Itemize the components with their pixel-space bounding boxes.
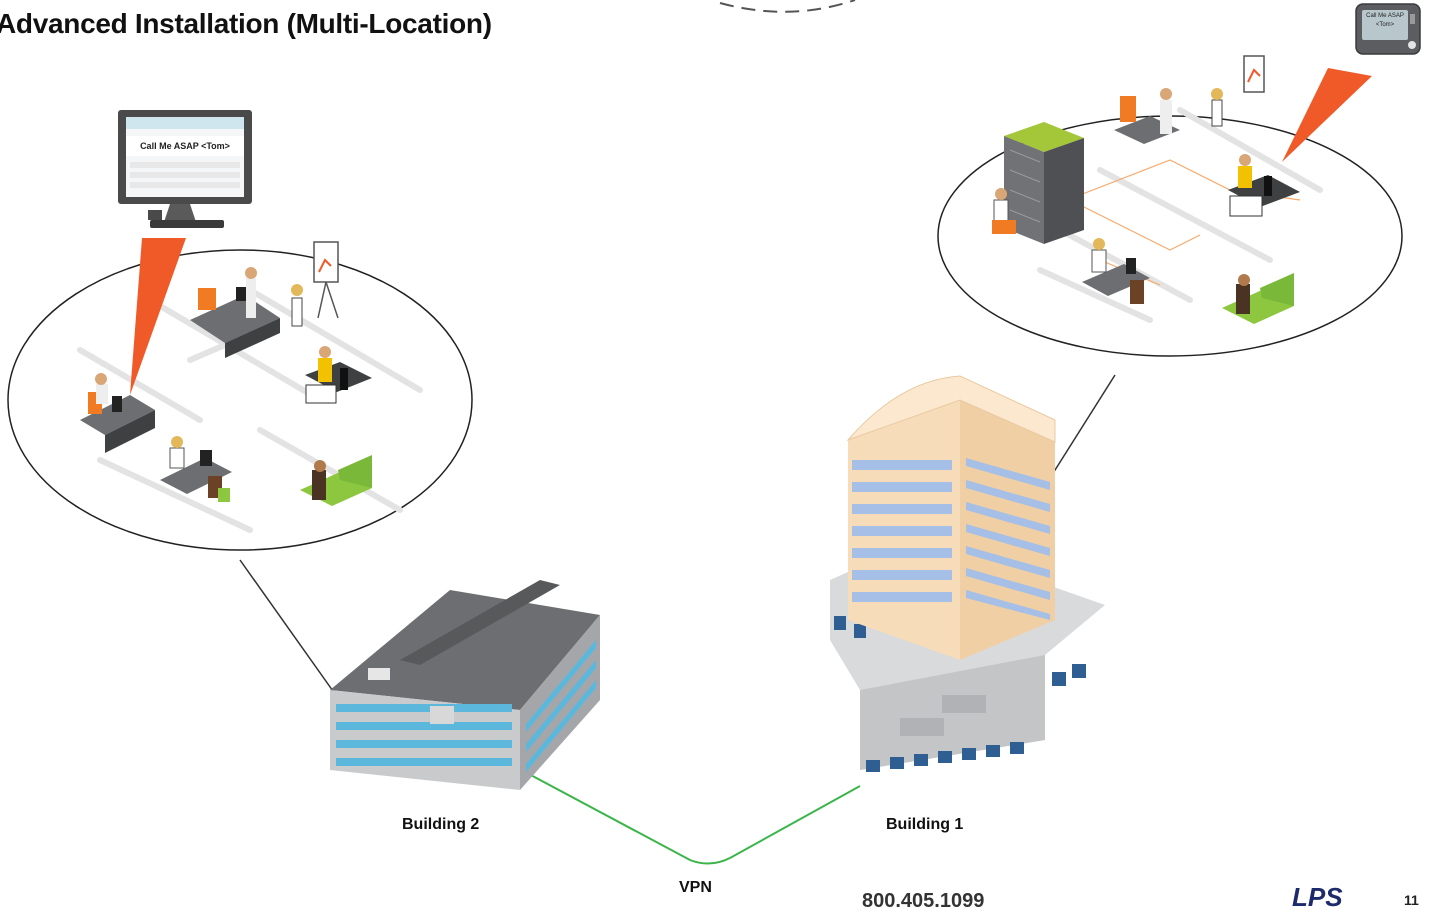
monitor-message: Call Me ASAP <Tom> bbox=[126, 136, 244, 156]
workstation bbox=[1228, 154, 1300, 217]
presenter bbox=[291, 241, 339, 327]
office-ellipse-left bbox=[7, 241, 473, 551]
workstation bbox=[992, 188, 1016, 234]
dashed-cloud-outline bbox=[719, 0, 856, 13]
workstation bbox=[160, 436, 232, 502]
connector-right bbox=[1049, 374, 1116, 479]
company-logo: LPS bbox=[1292, 882, 1343, 912]
server-rack bbox=[1004, 122, 1084, 244]
lounge bbox=[300, 455, 372, 506]
workstation bbox=[190, 267, 280, 358]
monitor-icon bbox=[118, 110, 252, 228]
building-2 bbox=[330, 580, 600, 790]
office-ellipse-right bbox=[937, 55, 1403, 357]
building-2-label: Building 2 bbox=[402, 816, 480, 833]
workstation bbox=[80, 373, 155, 453]
pager-icon bbox=[1355, 3, 1421, 55]
connector-left bbox=[239, 559, 346, 709]
vpn-link bbox=[511, 764, 861, 865]
building-1-label: Building 1 bbox=[886, 816, 964, 833]
page-number: 11 bbox=[1404, 892, 1419, 908]
vpn-label: VPN bbox=[679, 879, 712, 896]
footer-phone: 800.405.1099 bbox=[862, 890, 985, 912]
alert-arrow-left bbox=[130, 238, 186, 395]
workstation bbox=[1114, 55, 1265, 144]
workstation bbox=[1082, 238, 1150, 304]
page-title: Advanced Installation (Multi-Location) bbox=[0, 8, 492, 39]
pager-message: Call Me ASAP <Tom> bbox=[1366, 13, 1404, 28]
building-1 bbox=[830, 375, 1105, 772]
alert-arrow-right bbox=[1282, 68, 1372, 162]
workstation bbox=[305, 346, 372, 404]
lounge bbox=[1222, 273, 1294, 324]
